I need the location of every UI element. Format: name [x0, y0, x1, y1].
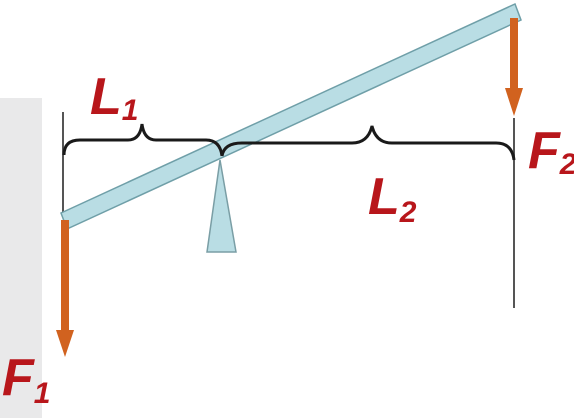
f2-arrow-shaft	[510, 18, 518, 90]
f1-arrow	[56, 220, 74, 357]
label-f2-sub: 2	[559, 148, 574, 181]
label-l2-main: L	[368, 168, 400, 226]
label-l1: L1	[90, 68, 138, 127]
label-l2: L2	[368, 168, 417, 229]
side-panel	[0, 98, 42, 418]
l1-brace	[62, 123, 224, 157]
label-l1-sub: 1	[122, 94, 139, 127]
l2-brace	[220, 125, 516, 161]
label-f2: F2	[528, 122, 574, 181]
down-arrow-icon	[56, 330, 74, 357]
fulcrum-icon	[206, 159, 237, 253]
f2-arrow	[505, 18, 523, 116]
label-l2-sub: 2	[399, 196, 417, 229]
label-f1: F1	[2, 349, 50, 410]
label-f1-main: F	[2, 349, 35, 407]
label-f2-main: F	[528, 122, 561, 180]
label-l1-main: L	[90, 68, 122, 126]
label-f1-sub: 1	[34, 377, 51, 410]
f1-arrow-shaft	[61, 220, 69, 332]
down-arrow-icon	[505, 88, 523, 116]
